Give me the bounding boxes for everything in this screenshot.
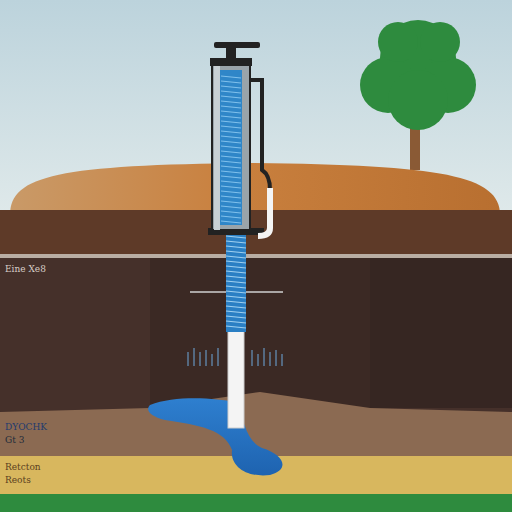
- tree: [360, 20, 476, 170]
- topsoil: [0, 210, 512, 256]
- soil-mound: [10, 163, 500, 215]
- hand-pump: [208, 42, 270, 428]
- sky: [0, 0, 512, 215]
- subsoil-dark: [370, 258, 512, 408]
- marker-line: [190, 291, 283, 293]
- ground-line: [0, 254, 512, 258]
- well-shaft: [150, 258, 370, 408]
- layer-label: Reots: [5, 476, 31, 486]
- layer-label: DYOCHK: [5, 423, 47, 433]
- layer-label: Gt 3: [5, 436, 24, 446]
- layer-label: Eine Xe8: [5, 265, 46, 275]
- layer-label: Retcton: [5, 463, 41, 473]
- groundwater: [148, 398, 282, 475]
- bottom-band: [0, 494, 512, 512]
- pump-coil: [221, 76, 241, 223]
